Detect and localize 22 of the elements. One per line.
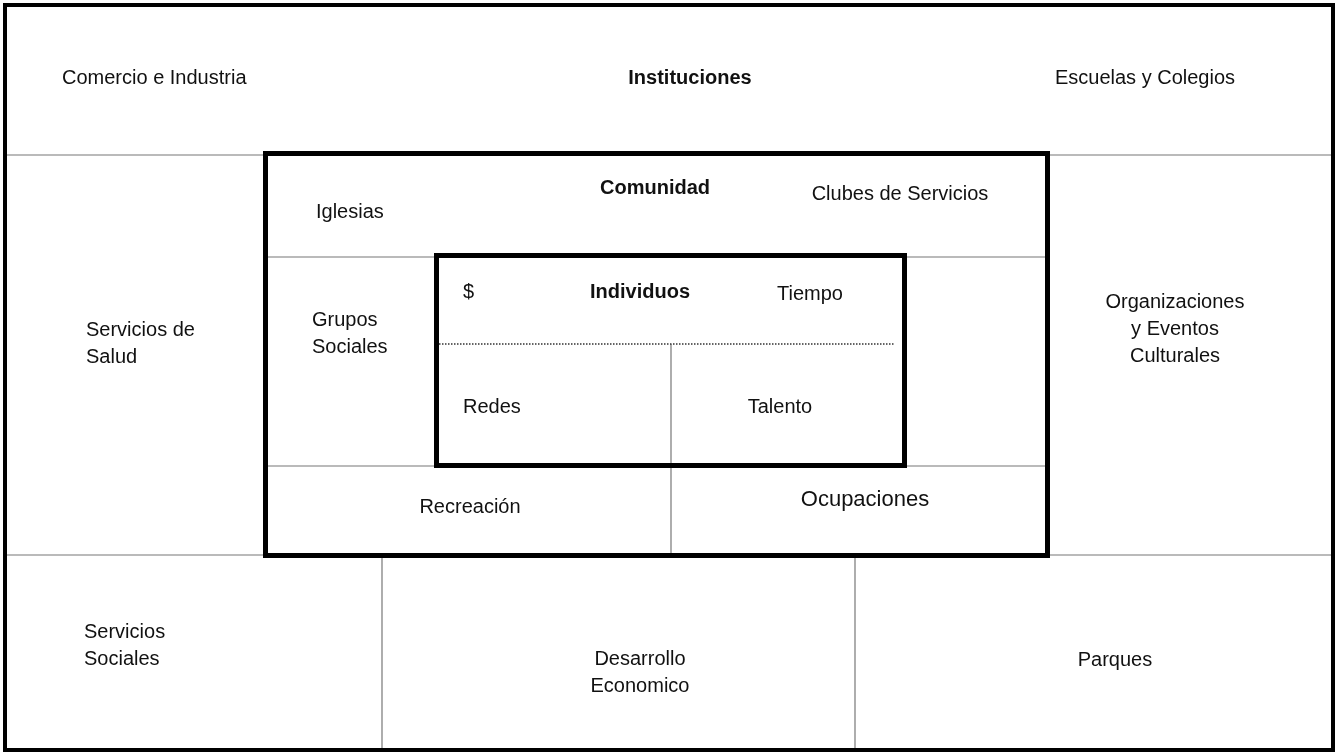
cell-label: Grupos Sociales — [312, 307, 389, 359]
frame-box — [434, 253, 907, 468]
box-heading: Comunidad — [599, 175, 711, 200]
box-heading: Individuos — [589, 279, 691, 304]
cell-label: Organizaciones y Eventos Culturales — [1104, 289, 1246, 368]
cell-label: Comercio e Industria — [62, 65, 248, 90]
cell-label: $ — [463, 279, 476, 304]
cell-label: Talento — [746, 394, 814, 419]
cell-label: Ocupaciones — [799, 485, 931, 513]
cell-label: Recreación — [418, 494, 522, 519]
cell-label: Escuelas y Colegios — [1053, 65, 1237, 90]
cell-label: Iglesias — [316, 199, 385, 224]
cell-label: Desarrollo Economico — [589, 646, 691, 698]
cell-label: Servicios Sociales — [84, 619, 167, 671]
frame-box — [3, 3, 1335, 752]
cell-label: Servicios de Salud — [86, 317, 196, 369]
cell-label: Parques — [1076, 647, 1154, 672]
cell-label: Tiempo — [776, 281, 844, 306]
box-heading: Instituciones — [627, 65, 753, 90]
cell-label: Redes — [463, 394, 522, 419]
cell-label: Clubes de Servicios — [810, 181, 990, 206]
frame-box — [263, 151, 1050, 558]
